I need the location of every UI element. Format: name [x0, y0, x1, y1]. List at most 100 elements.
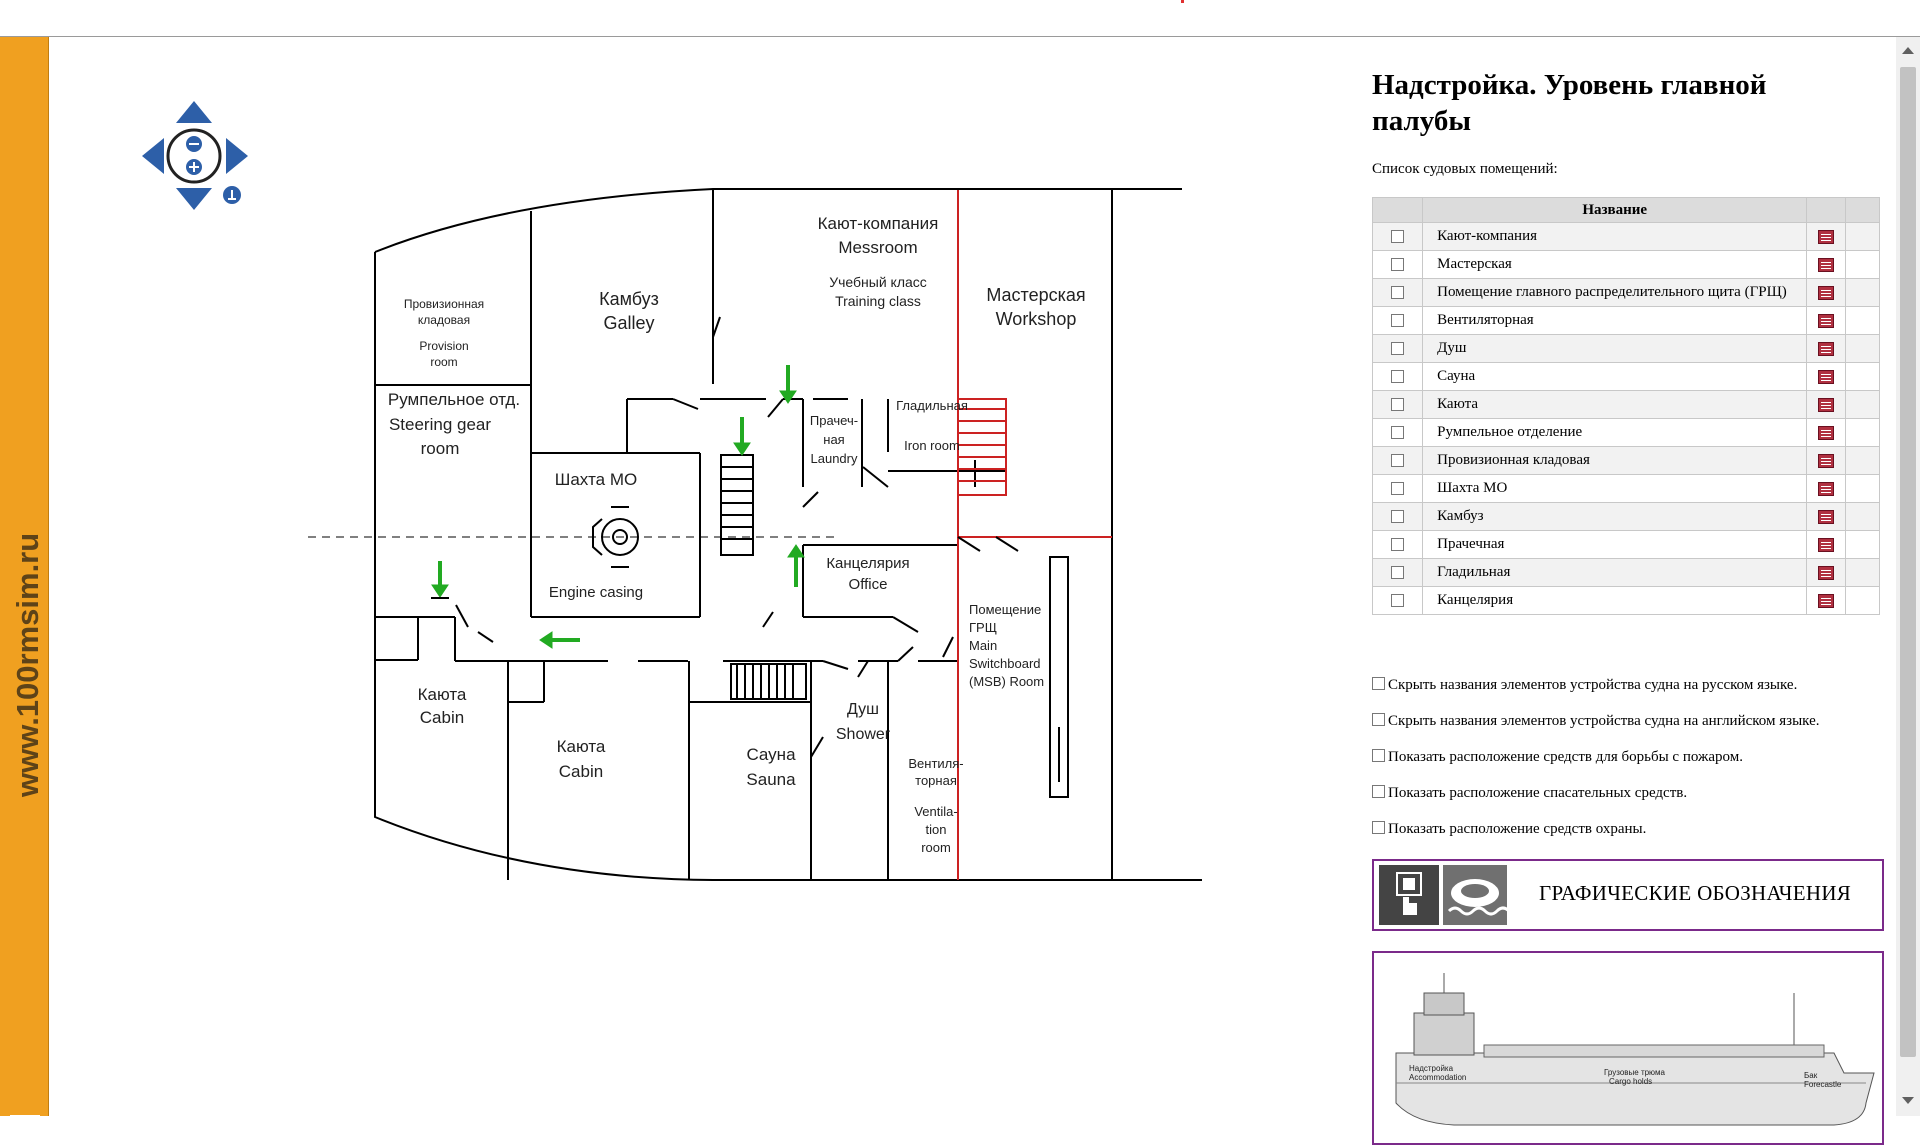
room-checkbox[interactable]: [1391, 286, 1405, 300]
room-checkbox[interactable]: [1391, 482, 1405, 496]
cabin-label: Cabin: [420, 708, 464, 727]
room-checkbox[interactable]: [1391, 398, 1405, 412]
nav-control[interactable]: [142, 101, 248, 210]
vertical-scrollbar[interactable]: [1896, 37, 1920, 1116]
room-info-icon[interactable]: [1818, 257, 1835, 272]
checkbox[interactable]: [1372, 749, 1385, 762]
table-row[interactable]: Душ: [1371, 334, 1881, 363]
table-row[interactable]: Кают-компания: [1371, 222, 1881, 251]
ship-overview-map[interactable]: Надстройка Accommodation Грузовые трюма …: [1372, 951, 1884, 1145]
checkbox[interactable]: [1372, 713, 1385, 726]
room-info-icon[interactable]: [1818, 425, 1835, 440]
option-show-lifesaving[interactable]: Показать расположение спасательных средс…: [1372, 785, 1687, 802]
room-name: Камбуз: [1422, 502, 1808, 531]
pan-up-icon[interactable]: [176, 101, 212, 123]
msb-label: (MSB) Room: [969, 674, 1044, 689]
site-url: www.100rmsim.ru: [10, 532, 45, 797]
room-info-icon[interactable]: [1818, 285, 1835, 300]
ship-label-accommodation: Надстройка: [1409, 1064, 1454, 1073]
room-checkbox[interactable]: [1391, 566, 1405, 580]
msb-label: Помещение: [969, 602, 1041, 617]
checkbox[interactable]: [1372, 785, 1385, 798]
table-row[interactable]: Канцелярия: [1371, 586, 1881, 615]
room-info-icon[interactable]: [1818, 565, 1835, 580]
table-row[interactable]: Шахта МО: [1371, 474, 1881, 503]
pan-down-icon[interactable]: [176, 188, 212, 210]
checkbox[interactable]: [1372, 821, 1385, 834]
room-checkbox[interactable]: [1391, 342, 1405, 356]
pan-left-icon[interactable]: [142, 138, 164, 174]
provision-label: Провизионная: [404, 297, 484, 311]
legend-button-label: ГРАФИЧЕСКИЕ ОБОЗНАЧЕНИЯ: [1539, 881, 1852, 905]
room-checkbox[interactable]: [1391, 314, 1405, 328]
room-name: Провизионная кладовая: [1422, 446, 1808, 475]
room-info-icon[interactable]: [1818, 453, 1835, 468]
room-info-icon[interactable]: [1818, 593, 1835, 608]
room-info-icon[interactable]: [1818, 537, 1835, 552]
room-checkbox[interactable]: [1391, 510, 1405, 524]
room-checkbox[interactable]: [1391, 370, 1405, 384]
room-name: Каюта: [1422, 390, 1808, 419]
option-show-firefighting[interactable]: Показать расположение средств для борьбы…: [1372, 749, 1743, 766]
room-info-icon[interactable]: [1818, 397, 1835, 412]
room-info-icon[interactable]: [1818, 341, 1835, 356]
option-hide-russian[interactable]: Скрыть названия элементов устройства суд…: [1372, 677, 1797, 694]
table-row[interactable]: Провизионная кладовая: [1371, 446, 1881, 475]
option-show-security[interactable]: Показать расположение средств охраны.: [1372, 821, 1646, 838]
room-name: Мастерская: [1422, 250, 1808, 279]
steering-label: Румпельное отд.: [388, 390, 520, 409]
ship-label-cargo: Cargo holds: [1609, 1077, 1652, 1086]
option-hide-english[interactable]: Скрыть названия элементов устройства суд…: [1372, 713, 1819, 730]
checkbox[interactable]: [1372, 677, 1385, 690]
scroll-up-icon[interactable]: [1902, 47, 1914, 54]
room-checkbox[interactable]: [1391, 230, 1405, 244]
room-info-icon[interactable]: [1818, 369, 1835, 384]
escape-arrow-icon: [779, 390, 797, 404]
room-checkbox[interactable]: [1391, 258, 1405, 272]
table-row[interactable]: Камбуз: [1371, 502, 1881, 531]
table-row[interactable]: Каюта: [1371, 390, 1881, 419]
ship-label-accommodation: Accommodation: [1409, 1073, 1466, 1082]
office-label: Office: [849, 576, 888, 593]
table-row[interactable]: Мастерская: [1371, 250, 1881, 279]
messroom-label: Messroom: [838, 238, 917, 257]
engine-casing-label: Шахта МО: [555, 470, 638, 489]
room-info-icon[interactable]: [1818, 229, 1835, 244]
table-row[interactable]: Вентиляторная: [1371, 306, 1881, 335]
workshop-doors: [957, 536, 1019, 552]
room-labels: Провизионная кладовая Provision room Кам…: [388, 214, 1086, 855]
hull-outline: [374, 188, 1202, 881]
workshop-bulkhead: [957, 190, 1112, 880]
vent-label: room: [921, 840, 951, 855]
shower-label: Душ: [847, 701, 879, 718]
table-row[interactable]: Гладильная: [1371, 558, 1881, 587]
close-button[interactable]: X: [10, 1115, 40, 1145]
legend-button[interactable]: ГРАФИЧЕСКИЕ ОБОЗНАЧЕНИЯ: [1372, 859, 1884, 931]
room-checkbox[interactable]: [1391, 538, 1405, 552]
room-name: Канцелярия: [1422, 586, 1808, 615]
table-row[interactable]: Румпельное отделение: [1371, 418, 1881, 447]
room-checkbox[interactable]: [1391, 454, 1405, 468]
scrollbar-thumb[interactable]: [1900, 67, 1916, 1057]
room-info-icon[interactable]: [1818, 509, 1835, 524]
room-info-icon[interactable]: [1818, 313, 1835, 328]
engine-casing-label: Engine casing: [549, 584, 643, 601]
ship-label-cargo: Грузовые трюма: [1604, 1068, 1665, 1077]
table-row[interactable]: Прачечная: [1371, 530, 1881, 559]
room-checkbox[interactable]: [1391, 594, 1405, 608]
table-row[interactable]: Сауна: [1371, 362, 1881, 391]
table-row[interactable]: Помещение главного распределительного щи…: [1371, 278, 1881, 307]
pan-right-icon[interactable]: [226, 138, 248, 174]
scroll-down-icon[interactable]: [1902, 1097, 1914, 1104]
messroom-label: Кают-компания: [818, 214, 939, 233]
vent-label: Ventila-: [914, 804, 957, 819]
room-info-icon[interactable]: [1818, 481, 1835, 496]
provision-label: Provision: [419, 339, 468, 353]
training-label: Учебный класс: [829, 274, 927, 290]
site-logo[interactable]: www.100rmsim.ru: [5, 437, 45, 797]
column-header-name: Название: [1422, 197, 1808, 223]
room-name: Помещение главного распределительного щи…: [1422, 278, 1808, 307]
room-name: Румпельное отделение: [1422, 418, 1808, 447]
escape-arrow-icon: [733, 442, 751, 456]
room-checkbox[interactable]: [1391, 426, 1405, 440]
